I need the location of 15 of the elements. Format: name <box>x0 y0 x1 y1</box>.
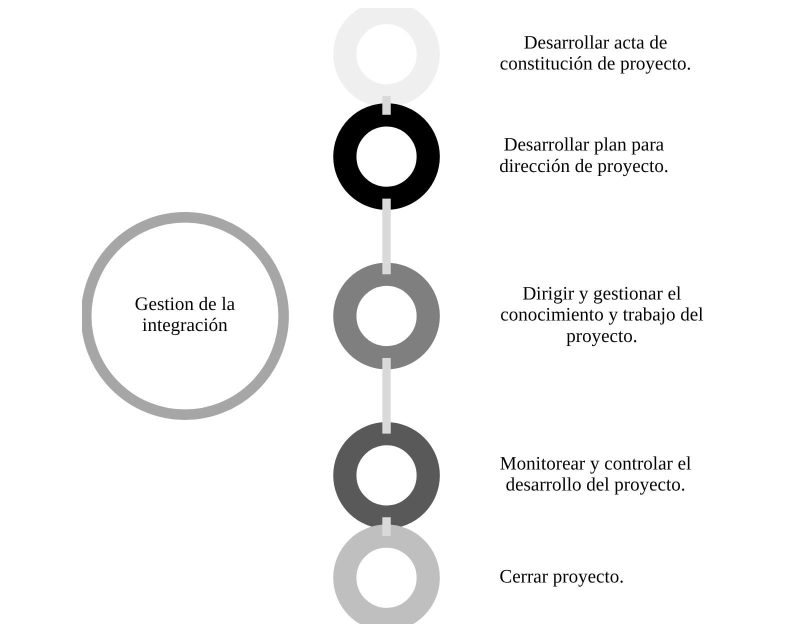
node-label: Desarrollar acta de constitución de proyecto. <box>500 32 692 74</box>
node-circle <box>333 103 440 210</box>
connector <box>382 358 391 434</box>
node-circle <box>333 524 440 624</box>
node-label: Dirigir y gestionar el conocimiento y trabajo del proyecto. <box>500 284 704 347</box>
node-circle <box>333 8 440 108</box>
node-label: Desarrollar plan para dirección de proyecto. <box>499 134 669 177</box>
connector <box>382 96 391 115</box>
node-label: Monitorear y controlar el desarrollo del proyecto. <box>500 453 692 496</box>
node-label: Cerrar proyecto. <box>500 566 624 588</box>
node-circle <box>333 262 440 370</box>
node-circle: Gestion de la integración <box>82 212 289 420</box>
connector <box>382 198 391 274</box>
node-circle <box>333 422 440 529</box>
connector <box>382 517 391 536</box>
